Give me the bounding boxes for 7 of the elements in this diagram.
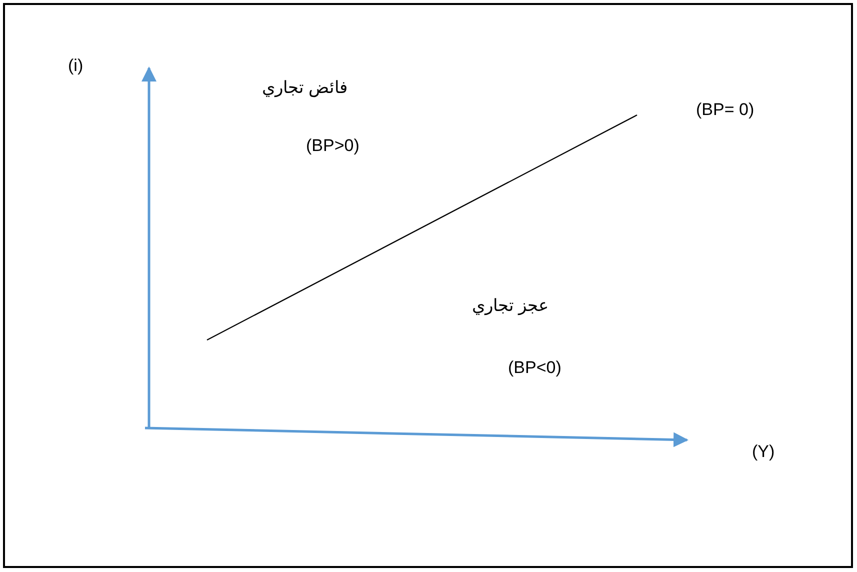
- axis-label: (Y): [752, 442, 775, 462]
- axis-label: (BP<0): [508, 358, 562, 378]
- axis-label: (i): [68, 56, 84, 76]
- axis-label: (BP>0): [306, 136, 360, 156]
- axis-label: (BP= 0): [696, 100, 754, 120]
- axis-label: فائض تجاري: [262, 78, 348, 98]
- axis-label: عجز تجاري: [472, 296, 549, 316]
